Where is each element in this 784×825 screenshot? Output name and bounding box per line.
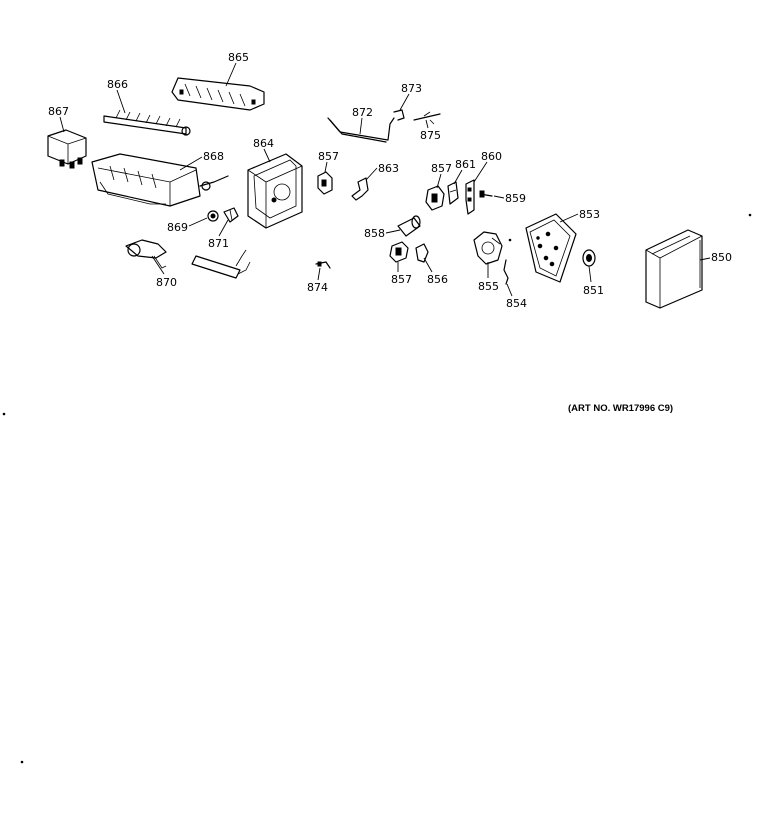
leader-857a [324, 161, 328, 173]
part-857-switch-left [317, 171, 333, 195]
part-856-connector [415, 243, 429, 263]
part-853-plate [525, 213, 577, 283]
part-855-motor [473, 231, 503, 265]
leader-870 [151, 255, 165, 275]
part-851-knob [582, 249, 596, 267]
speck [748, 213, 752, 217]
label-858: 858 [364, 227, 385, 240]
part-868-ice-mold [91, 153, 229, 207]
part-858-cylinder [397, 215, 421, 237]
label-860: 860 [481, 150, 502, 163]
part-864-mounting-plate [247, 153, 303, 229]
leader-867 [59, 116, 65, 133]
leader-851 [588, 265, 592, 283]
part-854-spring [503, 259, 509, 285]
label-868: 868 [203, 150, 224, 163]
part-861-clip [447, 181, 459, 205]
leader-861 [453, 169, 463, 185]
part-harness-tube [191, 249, 251, 279]
label-874: 874 [307, 281, 328, 294]
part-867-module-box [47, 129, 87, 169]
leader-859 [493, 195, 505, 199]
label-870: 870 [156, 276, 177, 289]
label-853: 853 [579, 208, 600, 221]
leader-866 [116, 89, 126, 114]
label-875: 875 [420, 129, 441, 142]
part-875-pin [413, 111, 441, 125]
label-865: 865 [228, 51, 249, 64]
leader-856 [423, 257, 433, 273]
leader-864 [263, 148, 271, 163]
part-872-feeler-arm [327, 117, 395, 143]
leader-850 [699, 257, 711, 261]
label-861: 861 [455, 158, 476, 171]
leader-874 [317, 267, 321, 281]
leader-863 [365, 167, 378, 181]
label-869: 869 [167, 221, 188, 234]
part-863-bracket [351, 177, 369, 201]
leader-875 [425, 119, 429, 129]
leader-858 [385, 229, 401, 234]
art-number: (ART NO. WR17996 C9) [568, 403, 673, 414]
part-850-cover [645, 229, 703, 309]
label-859: 859 [505, 192, 526, 205]
label-867: 867 [48, 105, 69, 118]
leader-857b [436, 173, 442, 189]
part-870-fill-cup [125, 239, 167, 269]
part-860-bracket [465, 179, 475, 215]
label-854: 854 [506, 297, 527, 310]
part-874-clip [315, 261, 331, 269]
leader-865 [225, 62, 237, 87]
part-871-cam [223, 207, 239, 223]
leader-868 [179, 156, 203, 171]
label-873: 873 [401, 82, 422, 95]
part-866-ejector [103, 109, 191, 136]
part-865-ejector-cover [171, 77, 265, 111]
leader-853 [559, 213, 579, 223]
leader-854 [506, 283, 513, 297]
label-855: 855 [478, 280, 499, 293]
part-873-clip [393, 109, 405, 121]
leader-860 [473, 161, 488, 183]
label-856: 856 [427, 273, 448, 286]
speck [2, 412, 6, 416]
label-863: 863 [378, 162, 399, 175]
part-869-gear [207, 210, 219, 222]
leader-871 [218, 219, 229, 237]
label-872: 872 [352, 106, 373, 119]
label-857c: 857 [391, 273, 412, 286]
label-866: 866 [107, 78, 128, 91]
part-857-switch-bottom [389, 241, 409, 263]
label-857a: 857 [318, 150, 339, 163]
speck [20, 760, 24, 764]
label-851: 851 [583, 284, 604, 297]
part-857-switch-middle [425, 185, 445, 211]
label-850: 850 [711, 251, 732, 264]
leader-869 [188, 217, 208, 227]
label-871: 871 [208, 237, 229, 250]
part-859-screw [479, 190, 493, 198]
label-857b: 857 [431, 162, 452, 175]
speck [508, 238, 512, 242]
label-864: 864 [253, 137, 274, 150]
leader-872 [359, 117, 363, 135]
leader-873 [399, 93, 410, 111]
